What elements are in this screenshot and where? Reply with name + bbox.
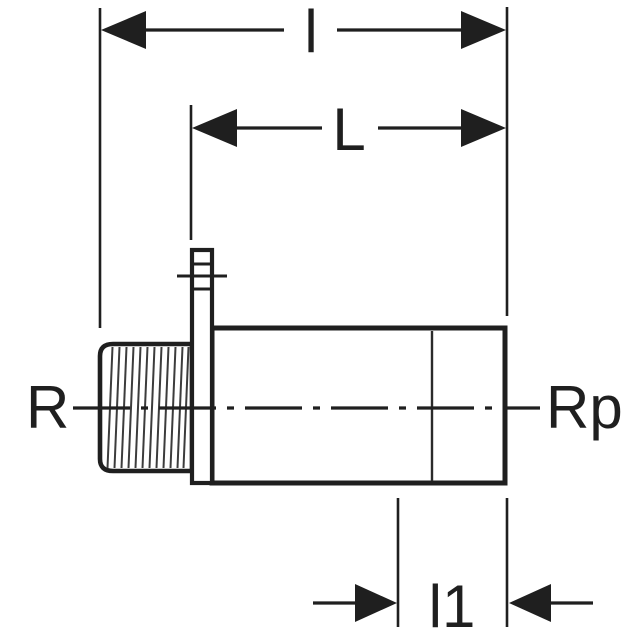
body-section	[209, 325, 508, 486]
dimension-socket-arrowhead-left-icon	[355, 584, 397, 622]
dimension-socket-arrowhead-right-icon	[509, 584, 551, 622]
dimension-socket: l1	[313, 573, 593, 640]
flange-tab	[177, 247, 227, 486]
body-outline	[209, 325, 508, 486]
dimension-length-arrowhead-left-icon	[192, 109, 237, 147]
right-port-label: Rp	[546, 374, 623, 441]
dimension-overall-label: l	[304, 0, 317, 65]
dimension-overall-arrowhead-right-icon	[461, 11, 506, 49]
extension-lines	[98, 7, 509, 627]
dimension-length-label: L	[332, 96, 365, 163]
thread-hatch	[106, 346, 190, 469]
dimension-length: L	[192, 96, 506, 163]
left-port-label: R	[26, 374, 69, 441]
dimension-overall: l	[101, 0, 506, 65]
flange-tab-outline	[189, 247, 215, 486]
dimension-socket-label: l1	[429, 573, 476, 640]
dimension-length-arrowhead-right-icon	[461, 109, 506, 147]
dimension-overall-arrowhead-left-icon	[101, 11, 146, 49]
